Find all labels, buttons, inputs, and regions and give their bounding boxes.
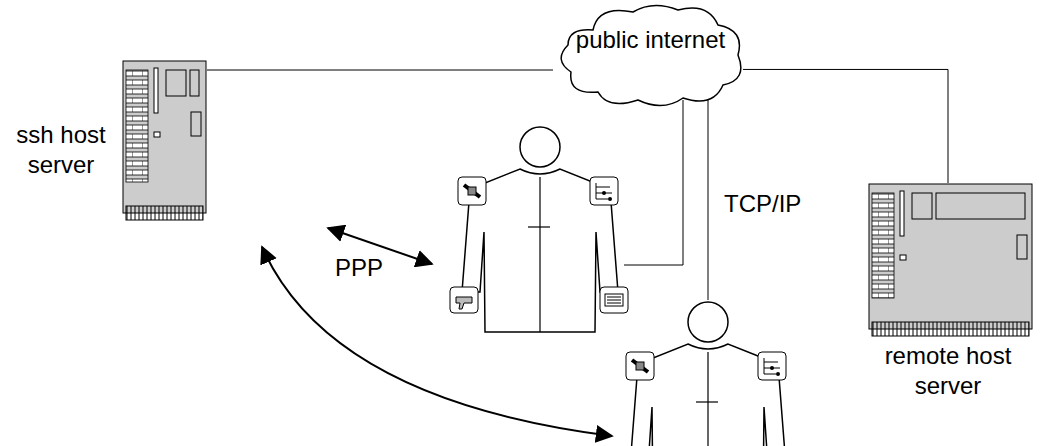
server-node: ssh host server [0, 60, 207, 222]
node-label: ssh host server [2, 120, 120, 180]
cloud-shape: public internet [553, 0, 748, 112]
node-label: public internet [563, 25, 738, 55]
protocol-label: PPP [333, 254, 385, 282]
network-link [207, 70, 553, 71]
node-label: remote host server [855, 341, 1041, 401]
server-node: remote host server [855, 183, 1041, 421]
cloud-outline [553, 0, 748, 112]
server-icon [122, 60, 207, 222]
protocol-label: TCP/IP [722, 190, 803, 218]
network-link [743, 69, 948, 183]
server-icon [868, 183, 1033, 338]
